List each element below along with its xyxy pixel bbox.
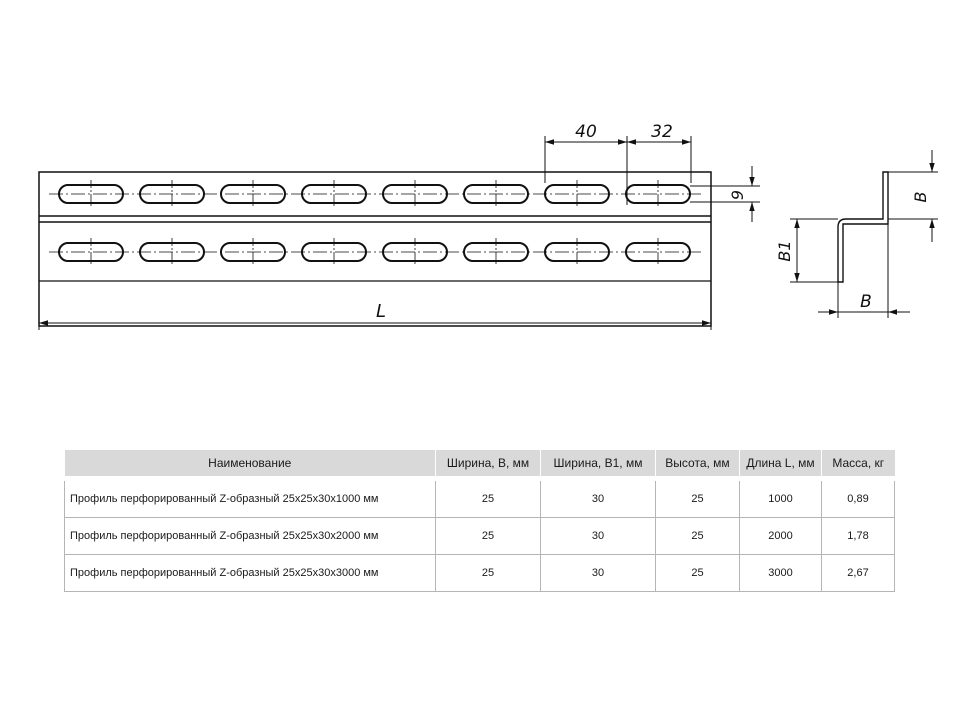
dimension-B-top-label: B (911, 192, 930, 203)
cell-height: 25 (655, 554, 740, 592)
z-profile-drawing: 40 32 9 L B B1 (38, 122, 938, 330)
cell-width-b1: 30 (540, 517, 656, 555)
cell-length: 1000 (739, 476, 822, 518)
dimension-B-bottom-label: B (860, 292, 872, 312)
dimension-B1-label: B1 (775, 240, 794, 261)
cell-width-b1: 30 (540, 554, 656, 592)
cell-name: Профиль перфорированный Z-образный 25х25… (64, 554, 436, 592)
header-mass: Масса, кг (821, 450, 895, 479)
cell-width-b1: 30 (540, 476, 656, 518)
cell-width-b: 25 (435, 517, 541, 555)
cell-height: 25 (655, 517, 740, 555)
header-height: Высота, мм (655, 450, 740, 479)
cell-mass: 2,67 (821, 554, 895, 592)
profile-outline (38, 171, 712, 327)
dimension-slot-length (627, 136, 692, 183)
cell-name: Профиль перфорированный Z-образный 25х25… (64, 517, 436, 555)
cell-width-b: 25 (435, 554, 541, 592)
cell-height: 25 (655, 476, 740, 518)
dimension-L-label: L (376, 301, 386, 322)
header-width-b1: Ширина, B1, мм (540, 450, 656, 479)
table-header-row: Наименование Ширина, B, мм Ширина, B1, м… (64, 450, 895, 479)
dimension-9-label: 9 (728, 190, 747, 200)
cell-length: 2000 (739, 517, 822, 555)
cell-mass: 0,89 (821, 476, 895, 518)
table-row: Профиль перфорированный Z-образный 25х25… (64, 476, 895, 518)
dimension-slot-pitch (544, 136, 628, 205)
header-name: Наименование (64, 450, 436, 479)
profile-front-view (38, 171, 712, 327)
dimension-40-label: 40 (575, 122, 597, 142)
spec-table: Наименование Ширина, B, мм Ширина, B1, м… (64, 450, 895, 592)
dimension-length (38, 320, 712, 330)
header-length: Длина L, мм (739, 450, 822, 479)
cell-width-b: 25 (435, 476, 541, 518)
cell-length: 3000 (739, 554, 822, 592)
header-width-b: Ширина, B, мм (435, 450, 541, 479)
dimension-slot-height (690, 166, 760, 222)
table-row: Профиль перфорированный Z-образный 25х25… (64, 554, 895, 592)
dimension-32-label: 32 (651, 122, 673, 142)
centerlines (49, 193, 704, 253)
cell-mass: 1,78 (821, 517, 895, 555)
table-row: Профиль перфорированный Z-образный 25х25… (64, 517, 895, 555)
cell-name: Профиль перфорированный Z-образный 25х25… (64, 476, 436, 518)
